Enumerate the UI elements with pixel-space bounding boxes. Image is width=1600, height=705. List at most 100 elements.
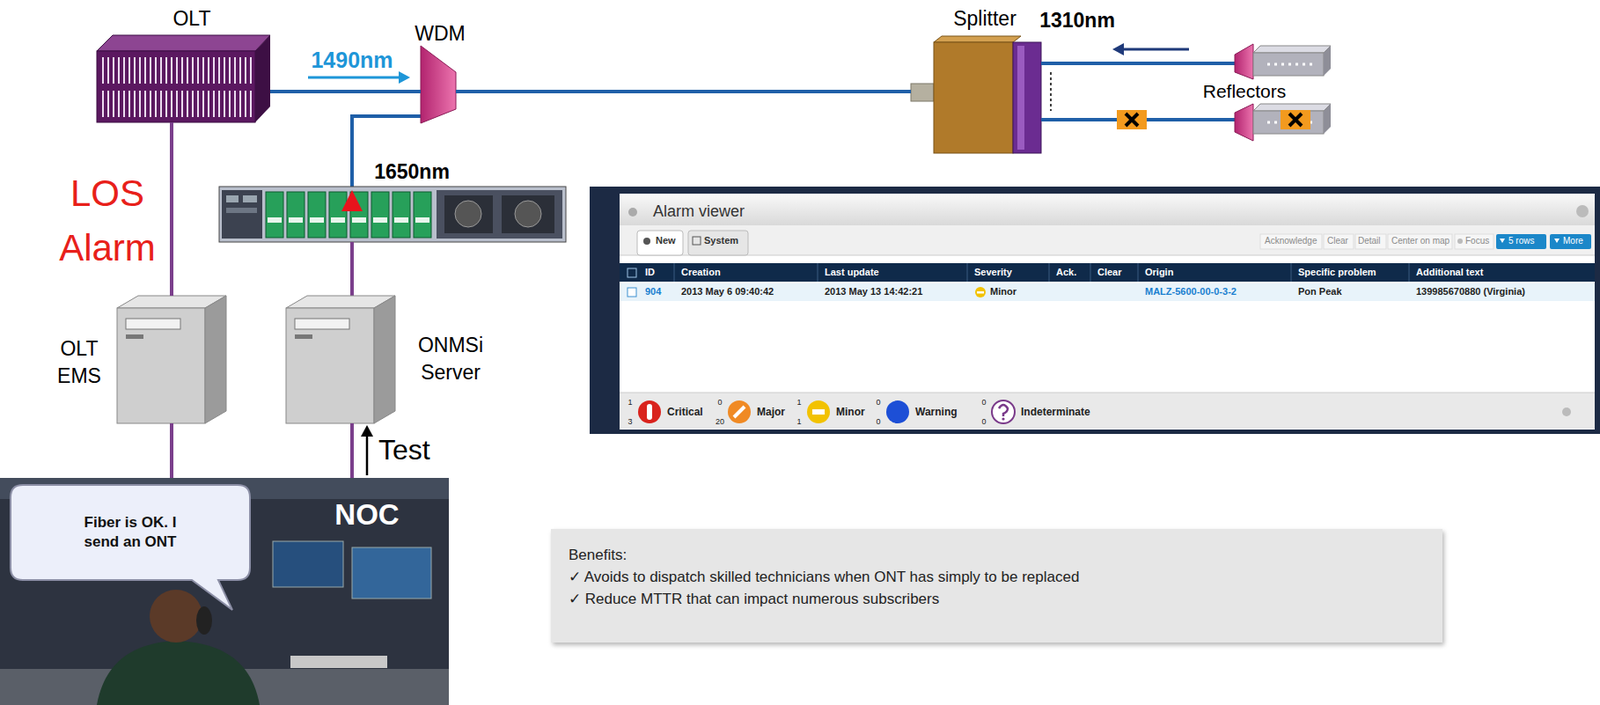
fault-mark [1116,110,1147,130]
alarm-viewer-screenshot [688,230,749,256]
noc-photo [272,541,344,588]
ont-device [1267,63,1317,67]
noc-photo [352,547,432,599]
noc-photo [0,477,449,705]
test-arrow [366,434,369,476]
olt-rack [96,35,271,123]
alarm-viewer-screenshot [1387,234,1453,250]
alarm-viewer-screenshot [733,406,745,418]
splitter-box [933,42,1013,154]
severity-label: Indeterminate [1020,405,1091,419]
server-icon [374,295,396,424]
table-cell: 2013 May 13 14:42:21 [824,286,923,298]
node-text: NOC [334,497,399,533]
alarm-viewer-screenshot [812,409,825,415]
management-line [350,242,354,296]
splitter-device: Splitter [910,36,1042,154]
node-text: ✓ Avoids to dispatch skilled technicians… [568,565,1425,588]
test-rack [226,195,239,203]
table-cell: MALZ-5600-00-0-3-2 [1144,286,1237,298]
fault-mark [1280,110,1311,130]
test-rack [286,191,305,238]
direction-arrow [308,71,411,84]
count-number: 0 [981,417,986,427]
wavelength-label: 1490nm [310,46,393,74]
count-number: 1 [627,397,632,408]
alarm-viewer-screenshot [674,263,1410,282]
alarm-viewer-screenshot [628,207,638,217]
ont-device [1323,103,1331,134]
column-header: Last update [824,266,880,279]
test-rack [308,191,326,238]
alarm-viewer-screenshot [1549,234,1592,250]
server-icon [125,334,144,339]
alarm-viewer-screenshot [619,283,1595,301]
alarm-viewer-screenshot [727,400,751,424]
alarm-viewer-screenshot [619,195,1595,226]
alarm-viewer-screenshot [619,392,1595,394]
table-cell: 904 [645,286,661,298]
speech-bubble: Fiber is OK. I send an ONT [10,484,250,580]
test-rack [341,190,363,212]
tab-label: System [704,234,739,247]
node-text: Fiber is OK. I send an ONT [68,513,192,552]
noc-photo [149,589,203,643]
count-number: 0 [981,397,986,408]
node-text: Alarm viewer [653,202,745,222]
alarm-viewer-screenshot [692,236,701,245]
table-cell: Minor [990,286,1017,298]
alarm-viewer-screenshot [646,403,653,420]
count-number: 1 [796,417,801,427]
test-rack [221,190,263,239]
wavelength-label: 1650nm [374,160,450,185]
noc-photo: Fiber is OK. I send an ONT NOC [0,477,449,705]
node-text: WDM [414,20,465,48]
server-icon [286,295,396,424]
alarm-viewer-screenshot [619,392,1595,429]
ont-device [1253,45,1331,53]
test-rack [392,191,411,238]
wdm-symbol [420,45,456,124]
direction-arrow [1122,48,1189,52]
splitter-box [1017,45,1025,150]
severity-label: Warning [915,405,958,419]
column-header: Clear [1097,266,1123,279]
ont-device [1323,45,1331,76]
alarm-viewer-screenshot [807,400,830,424]
alarm-viewer-screenshot [619,255,1595,257]
node-text: OLT [172,5,211,33]
fault-mark [1116,110,1311,130]
ont-device [1253,52,1324,76]
test-rack [226,207,257,213]
wavelength-label: 1310nm [1039,8,1116,34]
alarm-viewer-screenshot [1323,234,1354,250]
count-number: 3 [627,417,632,427]
noc-photo [196,606,213,635]
splitter-box [933,36,1021,43]
test-rack [371,191,389,238]
server-icon [117,295,227,424]
test-rack [242,195,257,203]
table-cell: 139985670880 (Virginia) [1416,286,1526,298]
alarm-viewer-screenshot [627,287,637,297]
alarm-viewer-screenshot [1001,417,1005,420]
alarm-viewer-screenshot [1454,234,1494,250]
column-header: Additional text [1416,266,1483,279]
alarm-viewer-screenshot [1355,234,1387,250]
test-rack [455,200,482,228]
dashed-line [1049,72,1052,111]
node-text: Benefits: [568,543,1425,566]
test-rack [329,191,347,238]
alarm-viewer-screenshot [619,263,1595,282]
alarm-viewer-screenshot [589,186,1600,434]
olt-device: OLT [96,35,271,123]
column-header: Origin [1144,266,1174,279]
direction-arrow [398,71,411,84]
column-header: ID [645,266,655,279]
management-link [350,423,354,478]
button-label: Detail [1357,235,1381,247]
alarm-viewer-screenshot [976,291,984,294]
noc-photo [290,655,388,668]
node-text: ✓ Reduce MTTR that can impact numerous s… [568,587,1425,610]
